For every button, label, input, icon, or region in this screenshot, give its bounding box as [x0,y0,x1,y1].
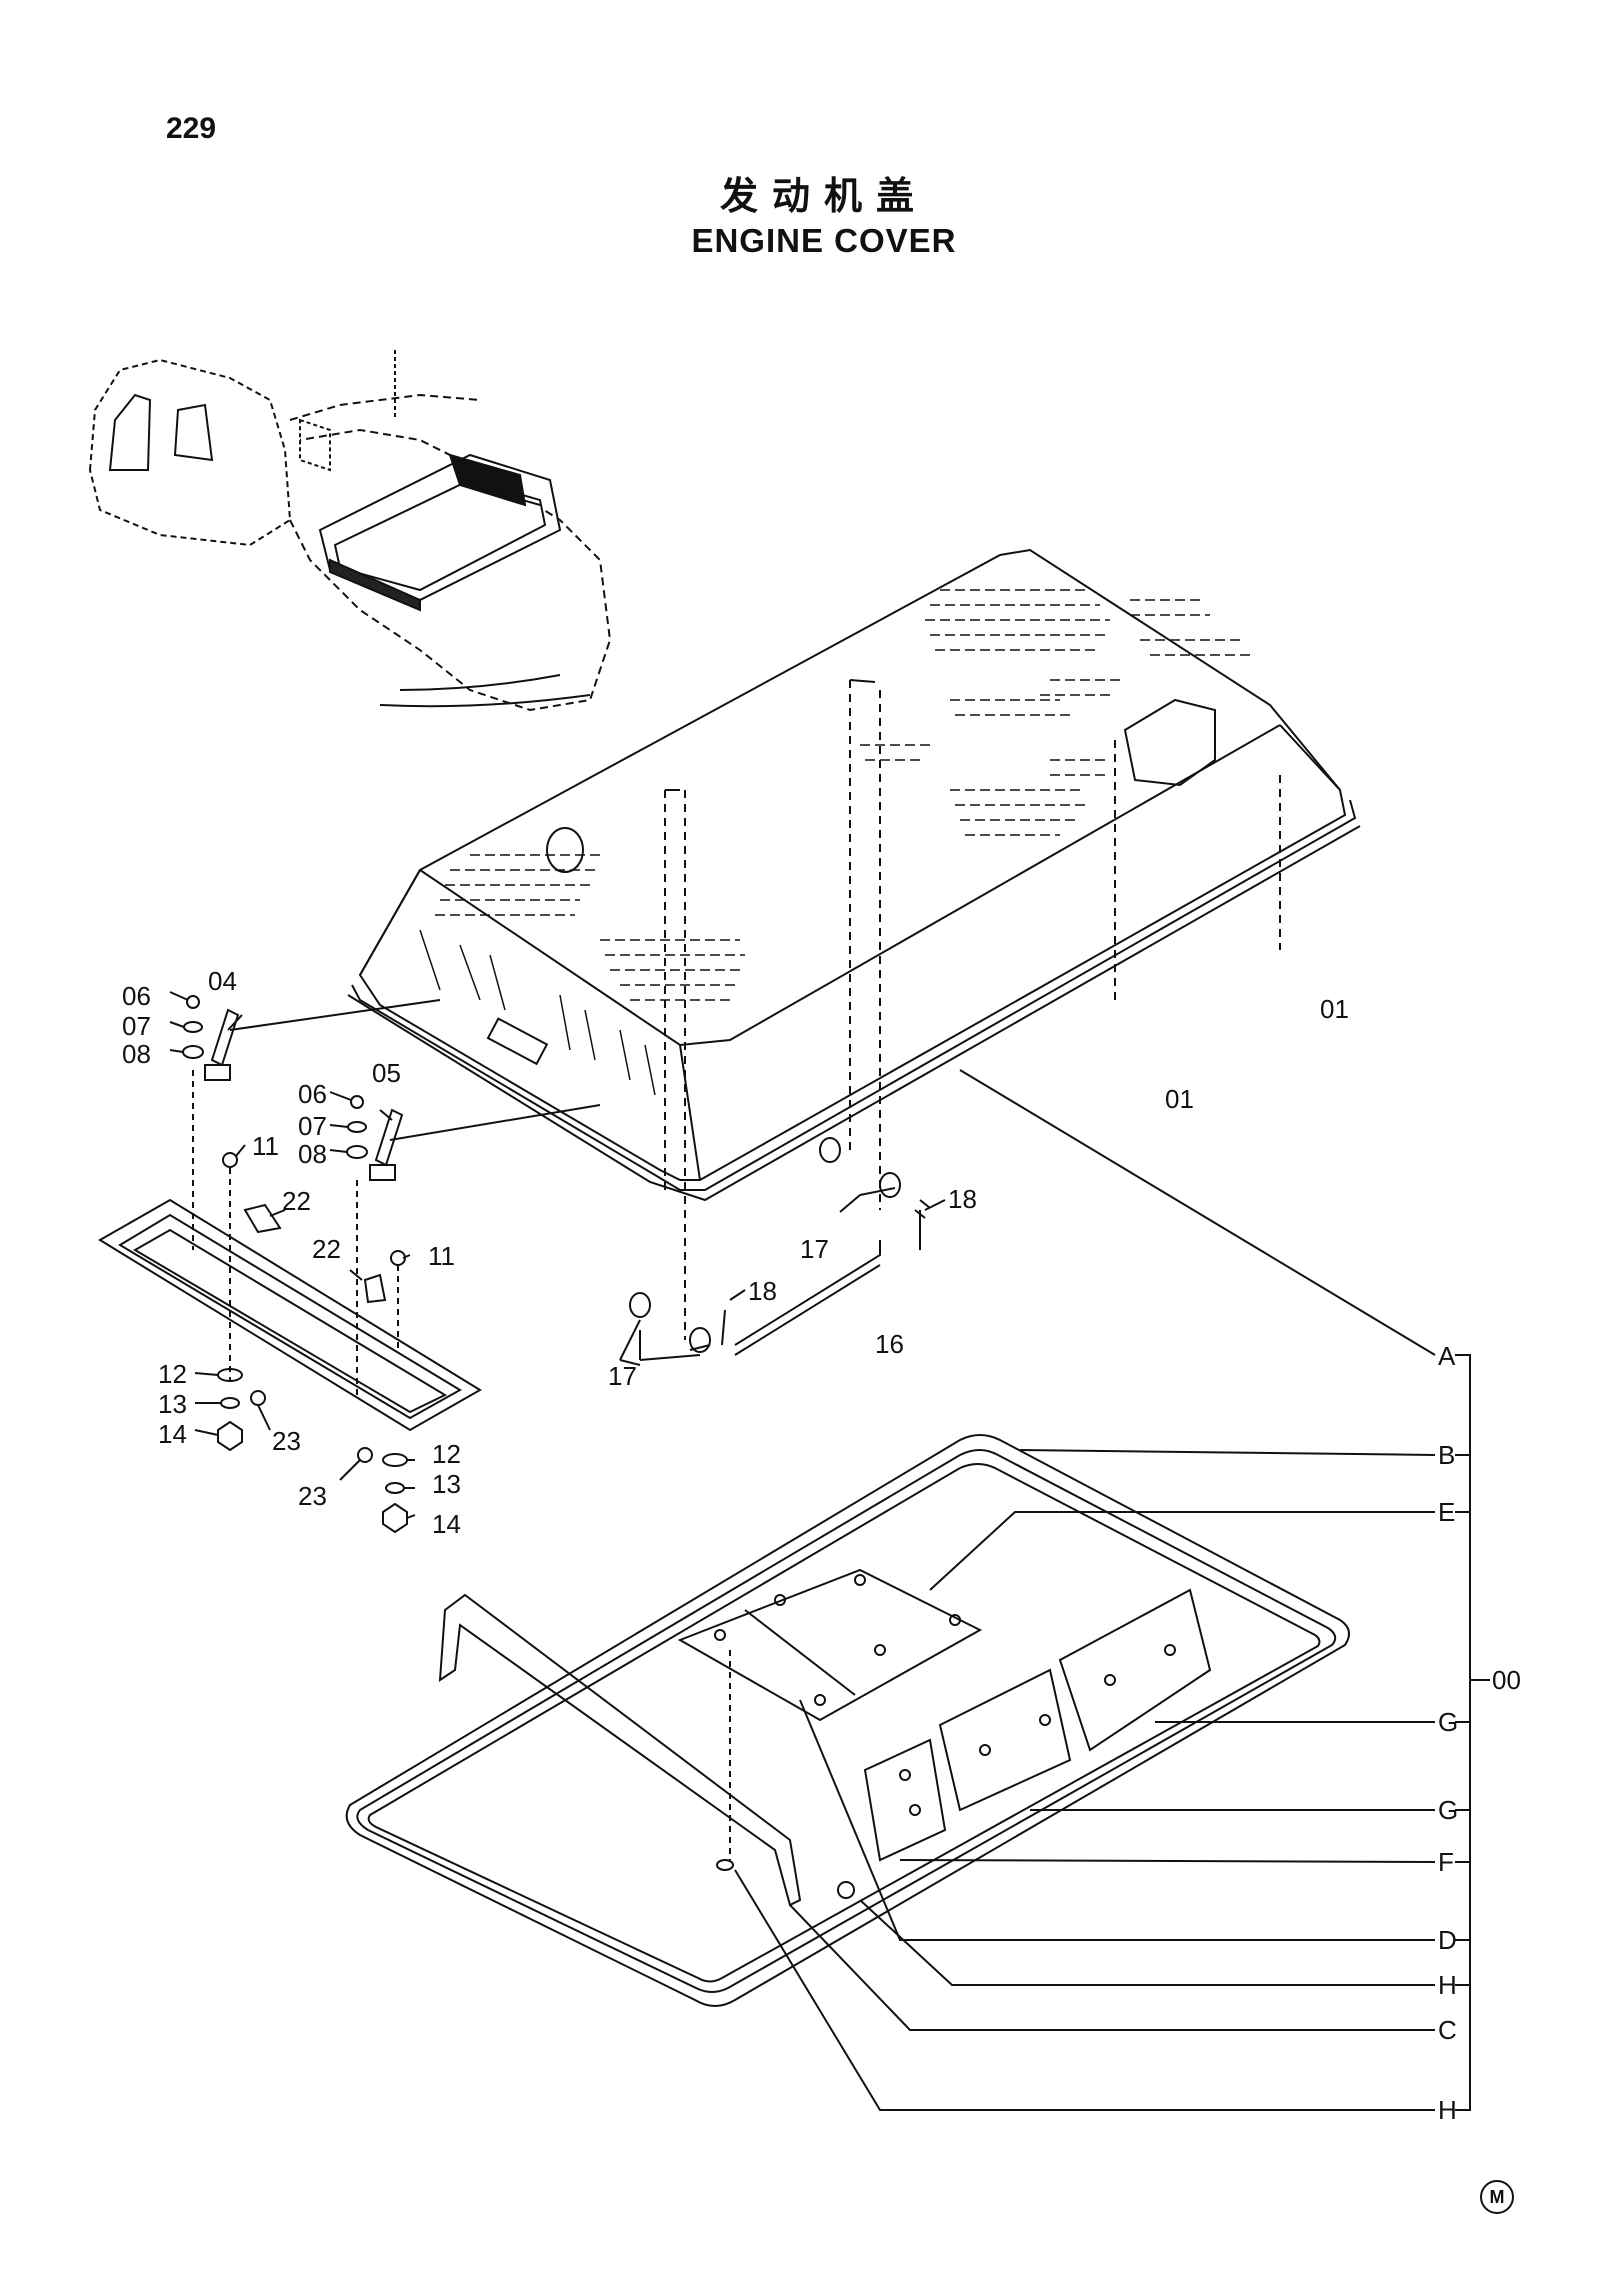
callout-07a: 07 [122,1011,151,1041]
maker-mark-logo: M [1480,2180,1514,2214]
letter-g2: G [1438,1795,1458,1825]
callout-23a: 23 [272,1426,301,1456]
callout-06b: 06 [298,1079,327,1109]
callout-08b: 08 [298,1139,327,1169]
callout-08a: 08 [122,1039,151,1069]
letter-g1: G [1438,1707,1458,1737]
callout-17b: 17 [608,1361,637,1391]
callout-23b: 23 [298,1481,327,1511]
callout-13a: 13 [158,1389,187,1419]
callout-17a: 17 [800,1234,829,1264]
letter-b: B [1438,1440,1455,1470]
letter-h1: H [1438,1970,1457,2000]
letter-f: F [1438,1847,1454,1877]
letter-c: C [1438,2015,1457,2045]
callout-05: 05 [372,1058,401,1088]
callout-07b: 07 [298,1111,327,1141]
assembly-label-00: 00 [1492,1665,1521,1695]
latch-hardware [98,991,482,1534]
callout-01b: 01 [1165,1084,1194,1114]
callout-06a: 06 [122,981,151,1011]
letter-e: E [1438,1497,1455,1527]
letter-a: A [1438,1341,1456,1371]
callout-04: 04 [208,966,237,996]
callout-14a: 14 [158,1419,187,1449]
callout-12b: 12 [432,1439,461,1469]
assembly-letter-labels: A B E G G F D H C H 00 [1438,1341,1521,2125]
callout-18b: 18 [748,1276,777,1306]
letter-d: D [1438,1925,1457,1955]
callout-14b: 14 [432,1509,461,1539]
callout-22a: 22 [282,1186,311,1216]
callout-labels: 01 01 04 05 06 06 07 07 08 08 11 11 12 1… [122,966,1349,1539]
callout-12a: 12 [158,1359,187,1389]
stay-rod-hardware [619,1137,946,1366]
letter-h2: H [1438,2095,1457,2125]
callout-16: 16 [875,1329,904,1359]
engine-cover-main [229,548,1436,1356]
excavator-thumbnail [88,350,612,712]
page-number: 229 [166,112,217,145]
callout-11b: 11 [428,1241,455,1271]
cover-frame-assembly [345,1354,1490,2111]
callout-11a: 11 [252,1131,279,1161]
callout-01a: 01 [1320,994,1349,1024]
callout-22b: 22 [312,1234,341,1264]
title-english: ENGINE COVER [691,222,957,259]
title-chinese: 发动机盖 [719,174,928,218]
callout-13b: 13 [432,1469,461,1499]
callout-18a: 18 [948,1184,977,1214]
